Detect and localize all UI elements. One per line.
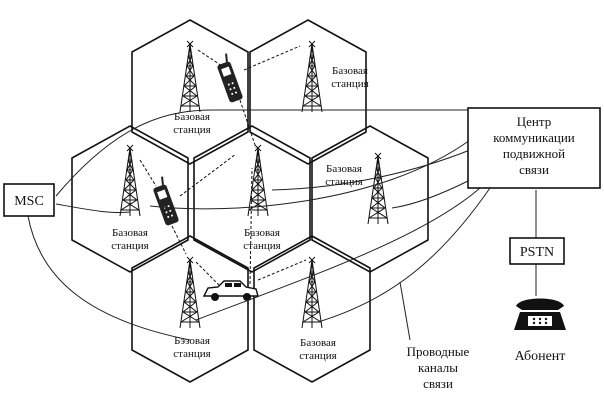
mobile-phone-icon — [212, 52, 245, 105]
base-station-tower-icon — [301, 256, 323, 329]
base-station-label: станция — [243, 240, 280, 252]
mobile-switching-center-box: Центр коммуникации подвижной связи — [467, 107, 601, 189]
center-label-line: связи — [519, 162, 549, 177]
subscriber-label: Абонент — [515, 349, 566, 364]
base-station-tower-icon — [301, 40, 323, 113]
hex-cell-top-left — [131, 19, 249, 165]
base-station-label: Базовая — [326, 163, 362, 175]
wired-channels-line: связи — [423, 376, 453, 391]
radio-links — [139, 45, 307, 287]
base-station-label: Бэзовая — [174, 335, 210, 347]
hex-cell-top-right — [249, 19, 367, 165]
base-station-label: Базовая — [112, 227, 148, 239]
base-station-tower-icon — [179, 40, 201, 113]
hex-cell-mid-left — [71, 125, 189, 273]
telephone-icon — [514, 298, 566, 330]
hex-cell-mid-center — [193, 125, 311, 273]
car-icon — [202, 280, 259, 301]
pstn-box: PSTN — [509, 237, 565, 265]
center-label-line: подвижной — [503, 146, 565, 161]
base-station-label: станция — [173, 348, 210, 360]
hex-cell-bottom-right — [253, 235, 371, 383]
hex-cell-bottom-left — [131, 235, 249, 383]
hex-cells — [71, 19, 429, 383]
base-station-label: станция — [111, 240, 148, 252]
base-station-label: станция — [173, 124, 210, 136]
hex-cell-mid-right — [311, 125, 429, 273]
msc-label: MSC — [14, 194, 44, 209]
wired-lines — [27, 109, 537, 341]
center-label-line: Центр — [517, 114, 551, 129]
pstn-label: PSTN — [520, 245, 554, 260]
base-station-tower-icon — [179, 256, 201, 329]
base-station-tower-icon — [247, 144, 269, 217]
base-station-label: Базовая — [244, 227, 280, 239]
base-station-tower-icon — [119, 144, 141, 217]
base-station-label: Базовая — [300, 337, 336, 349]
base-station-label: Базовая — [174, 111, 210, 123]
wired-channels-label: Проводные каналы связи — [407, 344, 470, 391]
base-station-label: станция — [331, 78, 368, 90]
base-station-label: станция — [299, 350, 336, 362]
center-label-line: коммуникации — [493, 130, 575, 145]
wired-channels-line: каналы — [418, 360, 458, 375]
base-station-tower-icon — [367, 152, 389, 225]
base-station-labels: Базовая станция Базовая станция Базовая … — [111, 65, 368, 362]
msc-box: MSC — [3, 183, 55, 217]
wired-channels-line: Проводные — [407, 344, 470, 359]
base-station-label: станция — [325, 176, 362, 188]
base-station-label: Базовая — [332, 65, 368, 77]
